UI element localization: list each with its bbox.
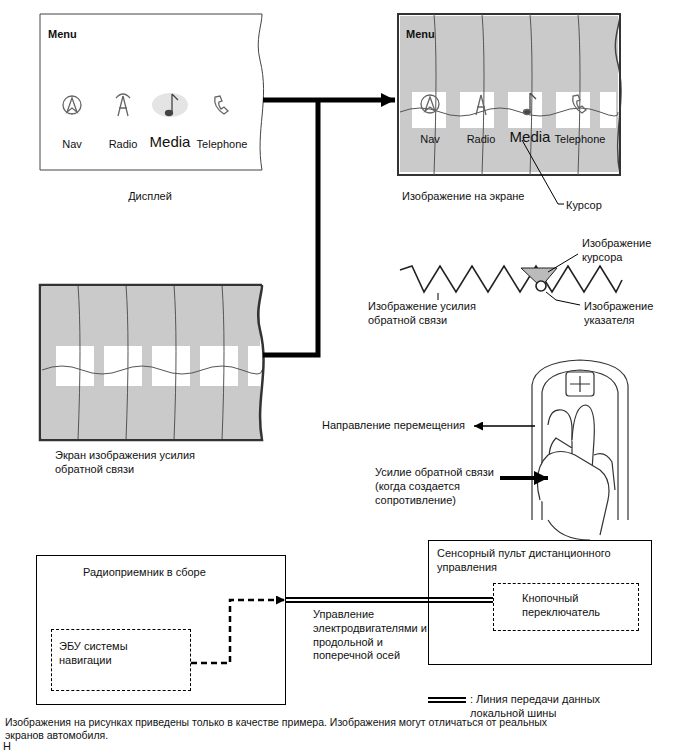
node-text: Menu: [406, 28, 466, 42]
screen-panel: MenuNavRadioMediaTelephoneИзображение на…: [398, 12, 623, 212]
menu-item-label: Radio: [103, 138, 143, 152]
menu-item-label: Telephone: [192, 138, 252, 152]
menu-item-label: Media: [500, 128, 560, 147]
connector: [263, 100, 395, 101]
node-text: Кнопочный переключатель: [522, 592, 627, 620]
menu-item-label: Nav: [52, 138, 92, 152]
feedback-screen: [40, 285, 264, 440]
node-text: ЭБУ системы навигации: [59, 640, 159, 668]
callout-label: Направление перемещения: [322, 419, 472, 433]
callout-label: Усилие обратной связи (когда создается с…: [375, 466, 500, 507]
sub-unit-box: Кнопочный переключатель: [493, 583, 639, 631]
bus-line: [286, 600, 493, 601]
menu-icons: [63, 93, 228, 117]
display-outline: [40, 14, 264, 170]
legend-sample: [428, 700, 466, 701]
node-text: Сенсорный пульт дистанционного управлени…: [437, 547, 632, 575]
menu-item-label: Telephone: [550, 133, 610, 147]
unit-box: Радиоприемник в сбореЭБУ системы навигац…: [36, 555, 286, 705]
screen-panel: MenuNav RadioMediaTelephoneДисплей: [40, 12, 265, 212]
figure-code: H: [3, 740, 23, 754]
edge-label: Управление электродвигателями и продольн…: [313, 608, 438, 663]
remote-hand-illustration: [532, 360, 628, 540]
callout-label: Курсор: [566, 199, 646, 213]
sub-unit-box: ЭБУ системы навигации: [51, 629, 191, 691]
unit-box: Сенсорный пульт дистанционного управлени…: [428, 540, 652, 665]
callout-label: Изображение указателя: [584, 300, 674, 328]
node-text: Экран изображения усилия обратной связи: [55, 449, 230, 477]
connector: [191, 600, 285, 663]
menu-item-label: Nav: [410, 133, 450, 147]
footnote: Изображения на рисунках приведены только…: [5, 716, 565, 742]
screen-image: [398, 14, 621, 175]
legend-text: : Линия передачи данных локальной шины: [470, 693, 635, 721]
callout-label: Изображение курсора: [582, 237, 662, 265]
cursor-leader: [522, 140, 564, 204]
node-text: Menu: [48, 28, 108, 42]
motion-arrow: [474, 425, 535, 427]
screen-panel: Экран изображения усилия обратной связи: [40, 283, 265, 483]
menu-item-label: Radio: [461, 133, 501, 147]
node-text: Радиоприемник в сборе: [83, 566, 273, 580]
callout-label: Изображение усилия обратной связи: [368, 300, 498, 328]
connector: [263, 100, 318, 355]
force-arrow: [500, 476, 548, 480]
menu-item-label: Media: [140, 133, 200, 152]
node-text: Дисплей: [90, 190, 210, 204]
